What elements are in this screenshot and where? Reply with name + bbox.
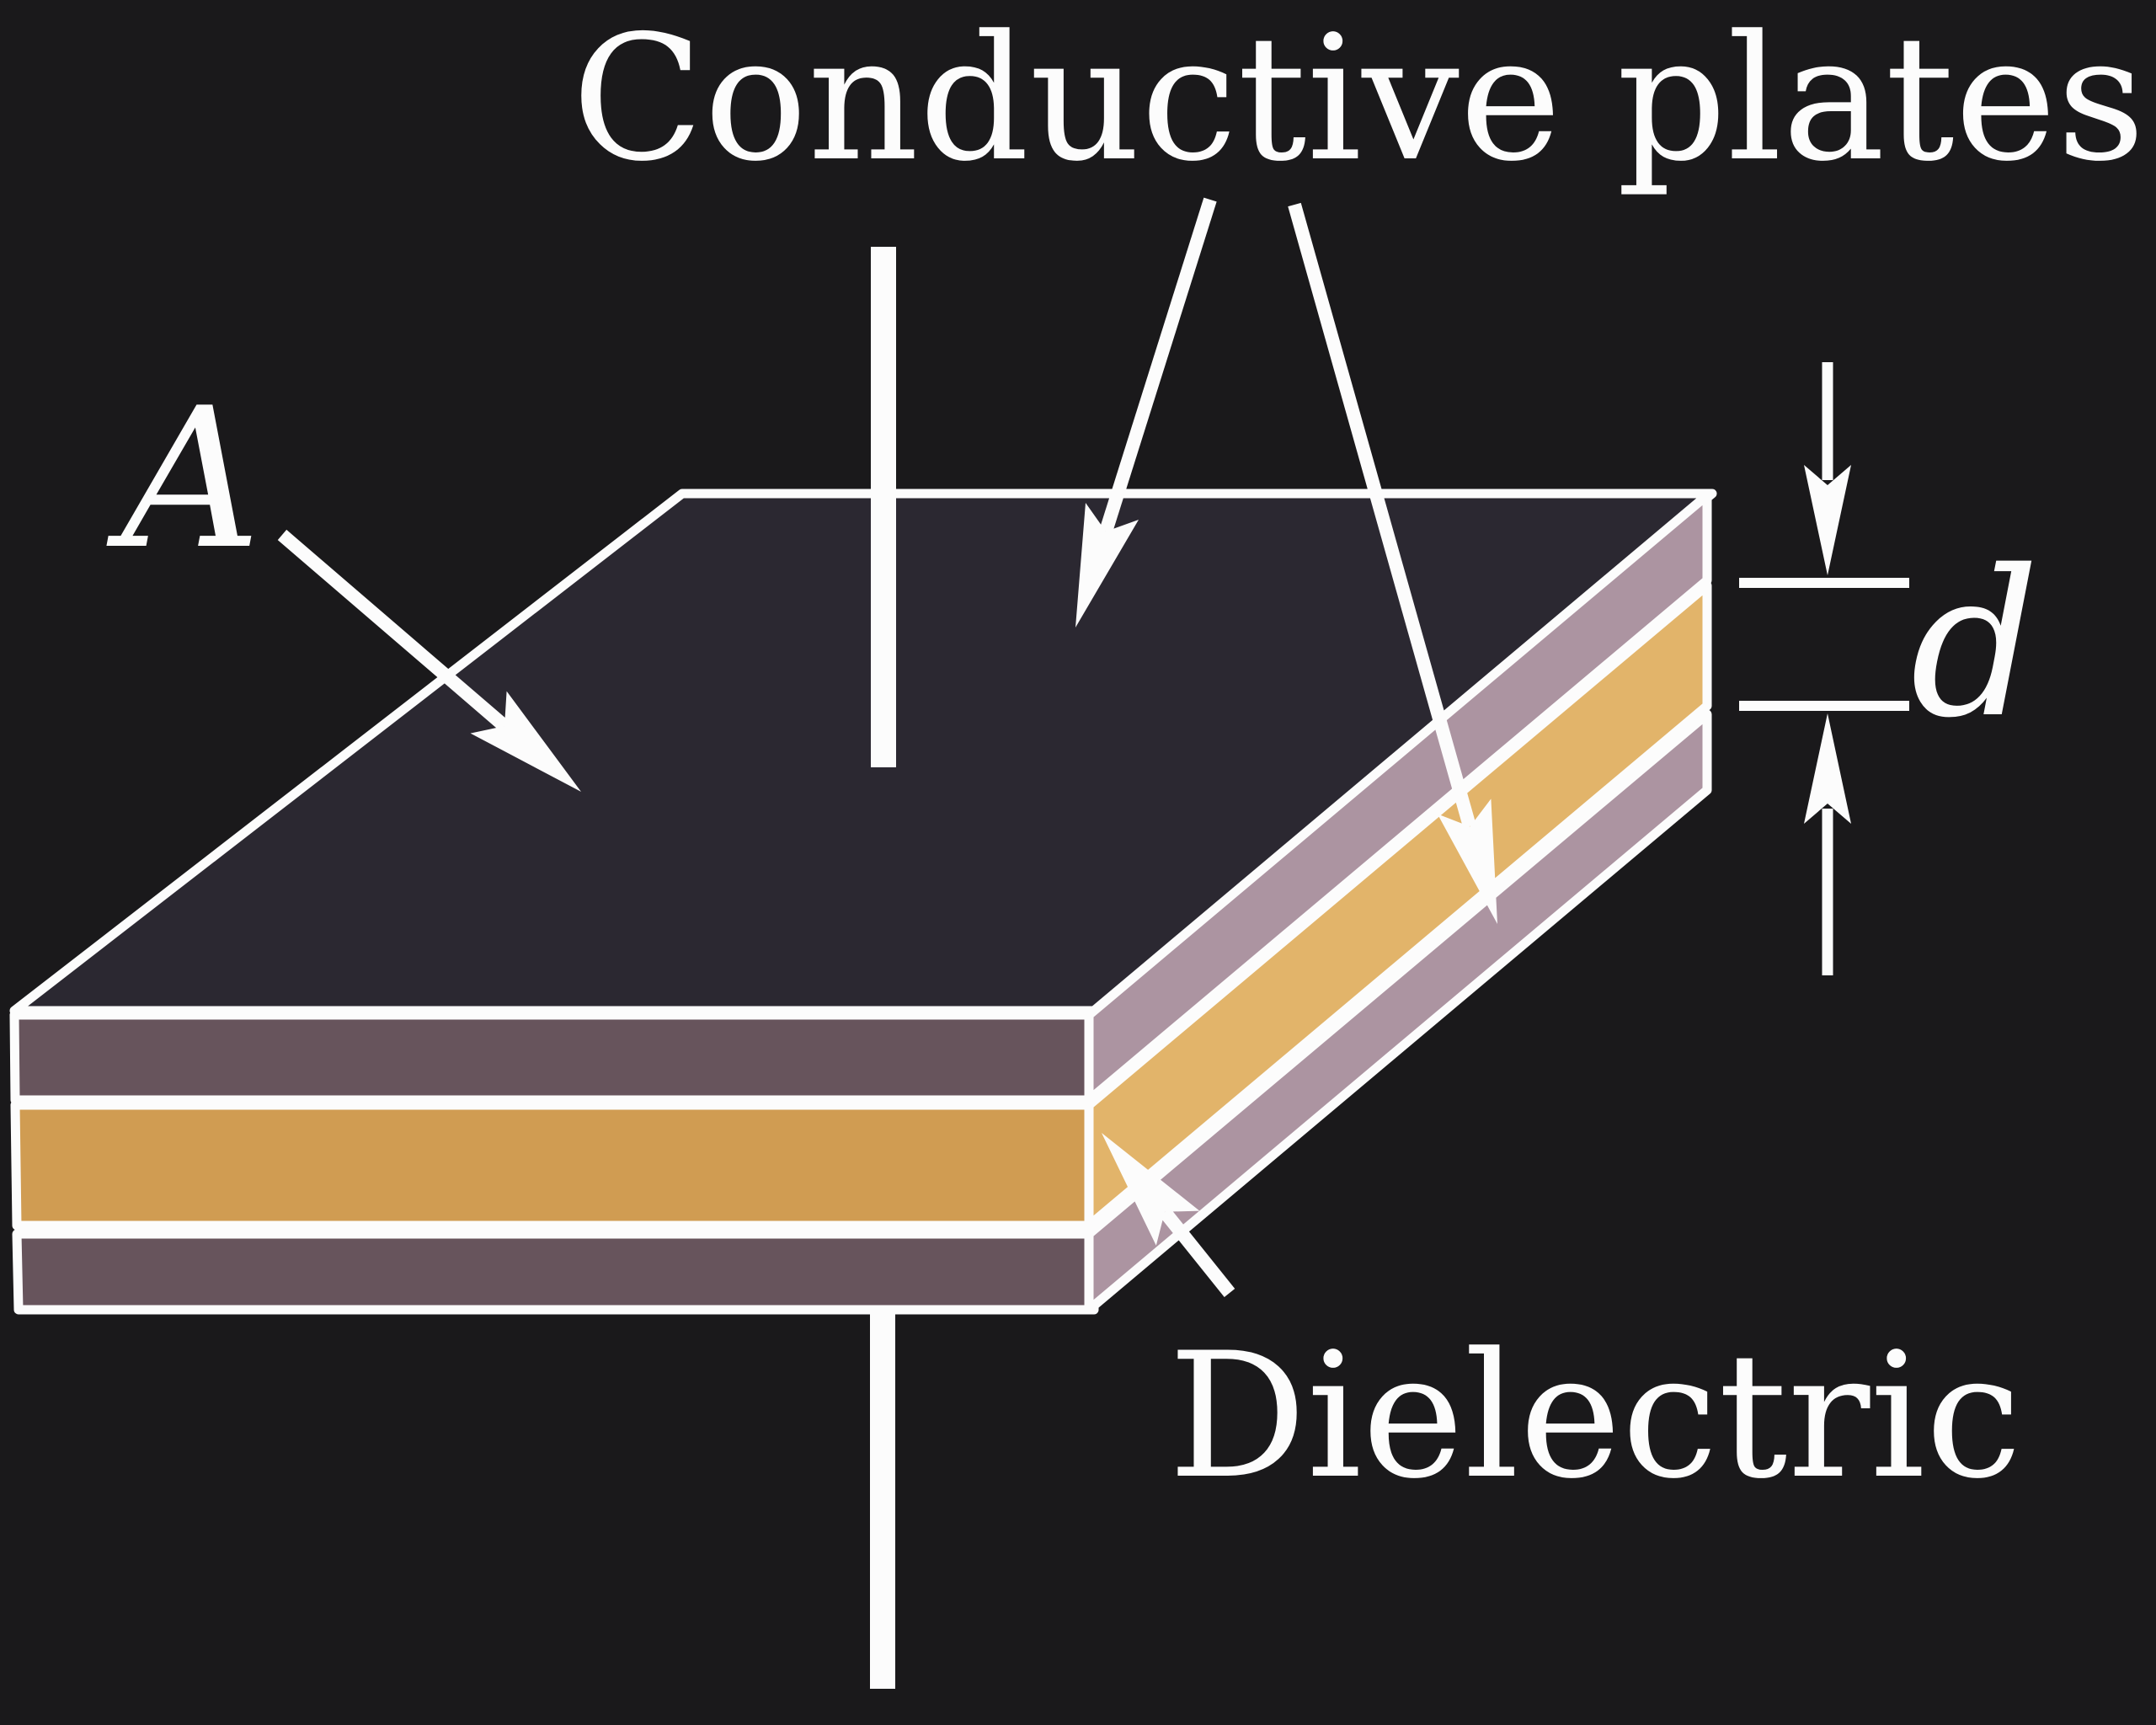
dielectric-label: Dielectric (1168, 1316, 2022, 1517)
bottom-lead-wire (870, 1314, 895, 1689)
area-arrow-head (470, 691, 581, 792)
conductive-plates-label: Conductive plates (572, 0, 2146, 200)
front-top-plate (9, 1010, 1099, 1105)
conductive-plates-arrow-top-shaft (1099, 197, 1217, 534)
conductive-plates-arrow-bottom-shaft (1288, 202, 1476, 829)
side-bottom-plate (1084, 709, 1712, 1315)
side-dielectric-layer (1084, 580, 1712, 1231)
separation-label: d (1910, 526, 2040, 762)
top-lead-wire (871, 247, 896, 767)
d-dimension-arrow-down-head (1804, 465, 1851, 575)
conductive-plates-arrow-top-head (1075, 503, 1139, 628)
dielectric-arrow-head (1102, 1133, 1200, 1246)
area-arrow-shaft (277, 529, 510, 732)
front-dielectric-layer (10, 1100, 1099, 1231)
conductive-plates-arrow-bottom-head (1437, 798, 1497, 924)
dielectric-arrow-shaft (1159, 1207, 1235, 1298)
front-bottom-plate (12, 1229, 1099, 1315)
side-top-plate (1084, 490, 1712, 1105)
d-dimension-arrow-up-head (1804, 713, 1851, 824)
area-label: A (106, 367, 261, 592)
